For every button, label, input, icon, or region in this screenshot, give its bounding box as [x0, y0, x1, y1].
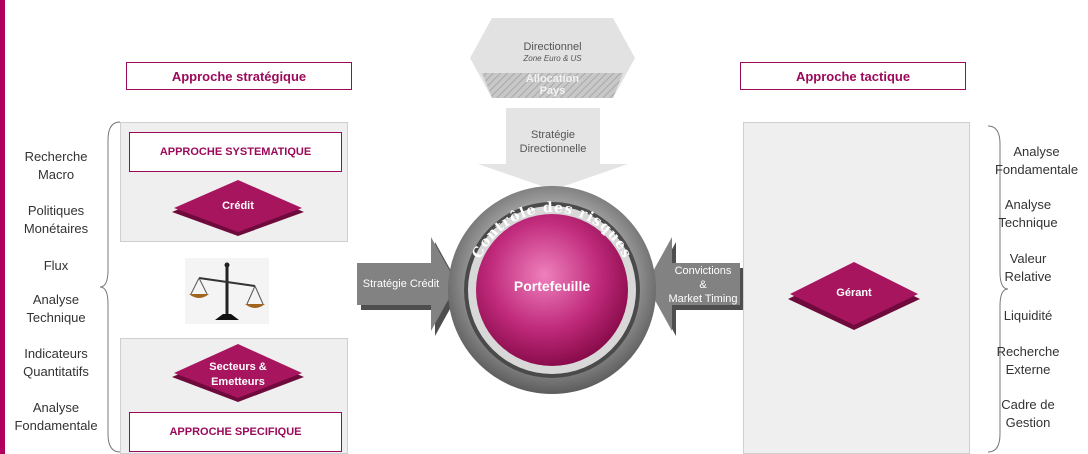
left-item-1-line2: Monétaires	[23, 220, 89, 236]
credit-label: Crédit	[222, 199, 254, 212]
left-item-5-line1: Analyse	[32, 400, 80, 415]
left-title: Approche stratégique	[126, 62, 352, 90]
right-item-1: Analyse Technique	[985, 196, 1071, 231]
right-arrow-line3: Market Timing	[668, 292, 738, 305]
right-item-2-line1: Valeur	[1009, 251, 1047, 266]
right-convictions-arrow	[646, 237, 744, 336]
risk-control-circle: Contrôle des risques	[448, 186, 656, 394]
top-arrow-line4: Pays	[539, 85, 566, 97]
strategy-down-arrow	[478, 108, 628, 190]
right-item-5-line1: Cadre de	[1001, 397, 1055, 412]
strategy-arrow-line2: Directionnelle	[519, 143, 587, 155]
right-item-5: Cadre de Gestion	[985, 396, 1071, 431]
right-item-4: Recherche Externe	[985, 343, 1071, 378]
right-title: Approche tactique	[740, 62, 966, 90]
specific-box: APPROCHE SPECIFIQUE	[129, 412, 342, 452]
left-item-4: Indicateurs Quantitatifs	[8, 345, 104, 380]
left-item-0-line1: Recherche	[24, 149, 88, 164]
left-item-1-line1: Politiques	[27, 203, 85, 218]
scale-icon	[189, 262, 265, 320]
right-arrow-line2: &	[699, 278, 707, 291]
gerant-label: Gérant	[836, 287, 872, 300]
credit-diamond	[172, 180, 304, 236]
right-item-3: Liquidité	[985, 307, 1071, 325]
left-item-5: Analyse Fondamentale	[6, 399, 106, 434]
right-item-5-line2: Gestion	[1005, 414, 1051, 430]
right-item-2-line2: Relative	[1004, 268, 1052, 284]
strategy-arrow-line1: Stratégie	[530, 129, 576, 141]
right-item-0: Analyse Fondamentale	[985, 143, 1088, 178]
top-arrow-line3: Allocation	[525, 73, 580, 85]
left-arrow-label: Stratégie Crédit	[362, 277, 440, 290]
left-item-1: Politiques Monétaires	[8, 202, 104, 237]
left-item-4-line1: Indicateurs	[24, 346, 88, 361]
right-item-1-line2: Technique	[998, 214, 1058, 230]
left-item-3-line1: Analyse	[32, 292, 80, 307]
left-item-0: Recherche Macro	[8, 148, 104, 183]
left-item-5-line2: Fondamentale	[14, 417, 98, 433]
sectors-label-line1: Secteurs &	[209, 360, 267, 373]
right-item-3-line1: Liquidité	[1003, 308, 1053, 323]
left-item-3: Analyse Technique	[8, 291, 104, 326]
right-arrow-line1: Convictions	[674, 264, 732, 277]
top-arrow-line1: Directionnel	[523, 41, 582, 53]
systematic-box: APPROCHE SYSTEMATIQUE	[129, 132, 342, 172]
left-item-0-line2: Macro	[37, 166, 75, 182]
left-credit-arrow	[357, 237, 461, 336]
right-item-0-line2: Fondamentale	[994, 161, 1079, 177]
top-direction-arrow	[470, 18, 635, 98]
right-item-1-line1: Analyse	[1004, 197, 1052, 212]
left-item-3-line2: Technique	[26, 309, 86, 325]
right-item-4-line2: Externe	[1005, 361, 1051, 377]
sectors-label-line2: Emetteurs	[211, 375, 265, 388]
right-item-0-line1: Analyse	[1013, 144, 1060, 159]
scale-image	[185, 258, 269, 324]
right-brace	[987, 125, 1008, 453]
left-item-2-line1: Flux	[43, 258, 69, 273]
gerant-diamond	[788, 262, 920, 330]
left-brace	[100, 121, 121, 453]
portfolio-label: Portefeuille	[513, 278, 591, 294]
left-item-2: Flux	[8, 257, 104, 275]
sectors-diamond	[172, 344, 304, 402]
top-arrow-line2: Zone Euro & US	[523, 54, 582, 63]
right-item-4-line1: Recherche	[996, 344, 1060, 359]
left-item-4-line2: Quantitatifs	[23, 363, 89, 379]
accent-bar	[0, 0, 5, 454]
right-item-2: Valeur Relative	[985, 250, 1071, 285]
